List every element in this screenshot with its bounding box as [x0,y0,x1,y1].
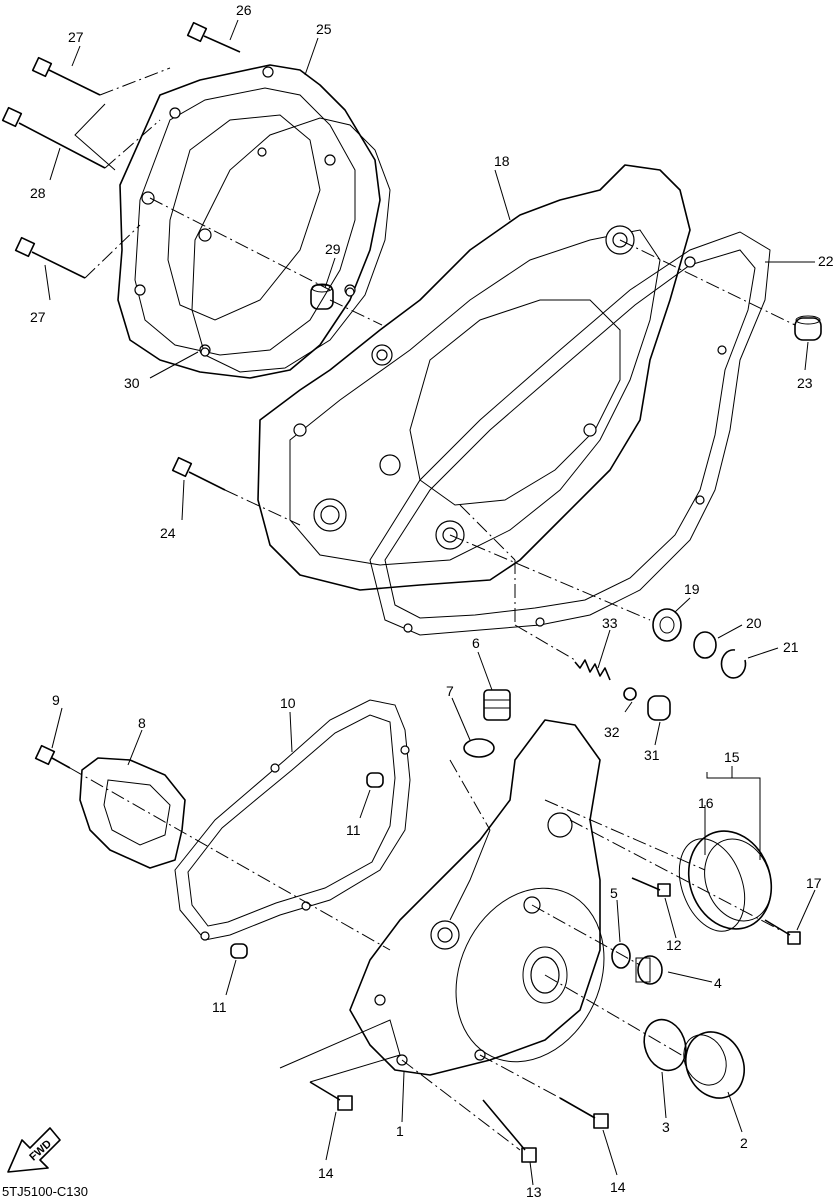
dowel-part-11a [366,772,384,788]
callout-1: 1 [396,1123,404,1139]
callout-27: 27 [68,29,84,45]
spring-part-33 [574,659,611,681]
gasket-part-30 [191,117,391,373]
oil-seal-part-19 [652,608,682,642]
cover-part-15 [678,830,773,932]
dowel-part-29 [310,283,334,310]
callout-4: 4 [714,975,722,991]
callout-12: 12 [666,937,682,953]
circlip-part-21 [720,649,747,679]
bolt-part-13 [482,1099,537,1163]
callout-15: 15 [724,749,740,765]
dowel-part-23 [794,315,822,341]
callout-21: 21 [783,639,799,655]
callout-11: 11 [346,822,361,838]
diagram-code: 5TJ5100-C130 [2,1184,88,1199]
bolt-part-26 [186,21,241,53]
gasket-part-10 [174,699,411,941]
callout-23: 23 [797,375,813,391]
callout-13: 13 [526,1184,542,1200]
callout-3: 3 [662,1119,670,1135]
callout-11-lower: 11 [212,999,227,1015]
callout-31: 31 [644,747,660,763]
callout-18: 18 [494,153,510,169]
o-ring-part-7 [463,738,495,758]
filler-cap-part-2 [683,1031,745,1099]
plug-part-4 [635,955,663,985]
callout-26: 26 [236,2,252,18]
callout-17: 17 [806,875,822,891]
bolt-part-27-top [31,56,101,96]
callout-19: 19 [684,581,700,597]
forward-arrow-icon: FWD [7,1127,61,1173]
callout-25: 25 [316,21,332,37]
callout-29: 29 [325,241,341,257]
callout-28: 28 [30,185,46,201]
callout-2: 2 [740,1135,748,1151]
bolt-part-17 [764,919,801,945]
o-ring-part-3 [643,1018,687,1072]
gasket-part-22 [369,231,771,636]
callout-27-lower: 27 [30,309,46,325]
callout-16: 16 [698,795,714,811]
bolt-part-14-right [559,1097,609,1129]
spacer-part-31 [647,695,671,721]
callout-30: 30 [124,375,140,391]
bolt-part-12 [631,877,671,897]
callout-14-right: 14 [610,1179,626,1195]
callout-5: 5 [610,885,618,901]
bolt-part-28 [1,106,106,169]
bolt-part-27-bottom [14,236,86,279]
callout-33: 33 [602,615,618,631]
callout-labels: 26 25 27 28 18 29 22 27 30 23 24 19 20 2… [30,2,834,1200]
ball-part-32 [623,687,637,701]
dowel-part-11b [230,943,248,959]
clutch-cover-part-25 [117,64,381,379]
plate-part-8 [79,757,186,869]
bolt-part-14-left [309,1081,353,1111]
callout-6: 6 [472,635,480,651]
washer-part-20 [693,631,717,659]
bolt-part-9 [34,744,71,769]
callout-14: 14 [318,1165,334,1181]
callout-10: 10 [280,695,296,711]
callout-22: 22 [818,253,834,269]
callout-32: 32 [604,724,620,740]
leader-lines [44,19,816,1186]
callout-24: 24 [160,525,176,541]
bolt-part-24 [171,456,226,491]
plug-part-6 [483,689,511,721]
callout-8: 8 [138,715,146,731]
crankcase-cover-part-1 [349,719,605,1076]
o-ring-part-5 [611,943,631,969]
alignment-lines [69,67,796,1151]
callout-9: 9 [52,692,60,708]
callout-20: 20 [746,615,762,631]
callout-7: 7 [446,683,454,699]
crankcase-cover-part-18 [257,164,691,591]
